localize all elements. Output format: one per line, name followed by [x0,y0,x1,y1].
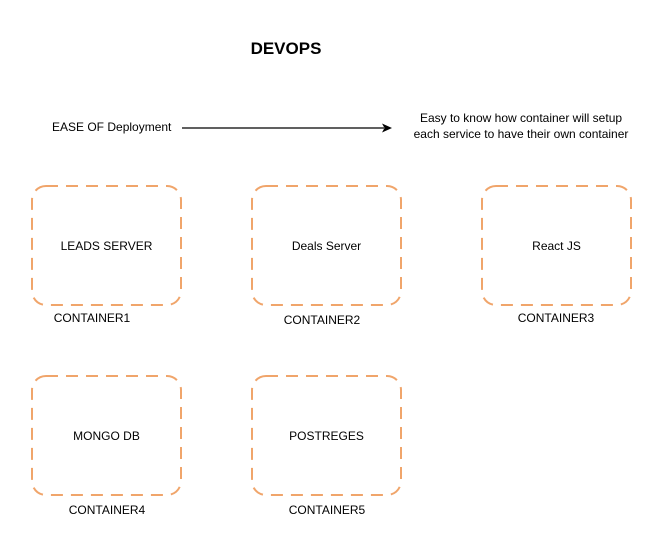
container5-caption: CONTAINER5 [288,503,366,517]
container4-box[interactable] [31,375,182,496]
container3-box[interactable] [481,185,632,306]
container5-box[interactable] [251,375,402,496]
container3-caption: CONTAINER3 [517,311,595,325]
deployment-arrow-head [382,123,392,133]
diagram-title: DEVOPS [250,39,322,58]
deals-server-label: Deals Server [291,238,362,253]
postreges-label: POSTREGES [289,428,364,443]
mongo-db-label: MONGO DB [73,428,140,443]
leads-server-label: LEADS SERVER [60,238,153,253]
ease-of-deployment-label: EASE OF Deployment [52,120,172,134]
container1-caption: CONTAINER1 [53,311,131,325]
react-js-label: React JS [532,238,581,253]
container2-box[interactable] [251,185,402,306]
container4-caption: CONTAINER4 [68,503,146,517]
container-setup-note-line1: Easy to know how container will setup [419,111,623,125]
container1-box[interactable] [31,185,182,306]
container-setup-note-line2: each service to have their own container [413,127,629,141]
container2-caption: CONTAINER2 [283,313,361,327]
container-setup-note: Easy to know how container will setup ea… [405,110,637,142]
